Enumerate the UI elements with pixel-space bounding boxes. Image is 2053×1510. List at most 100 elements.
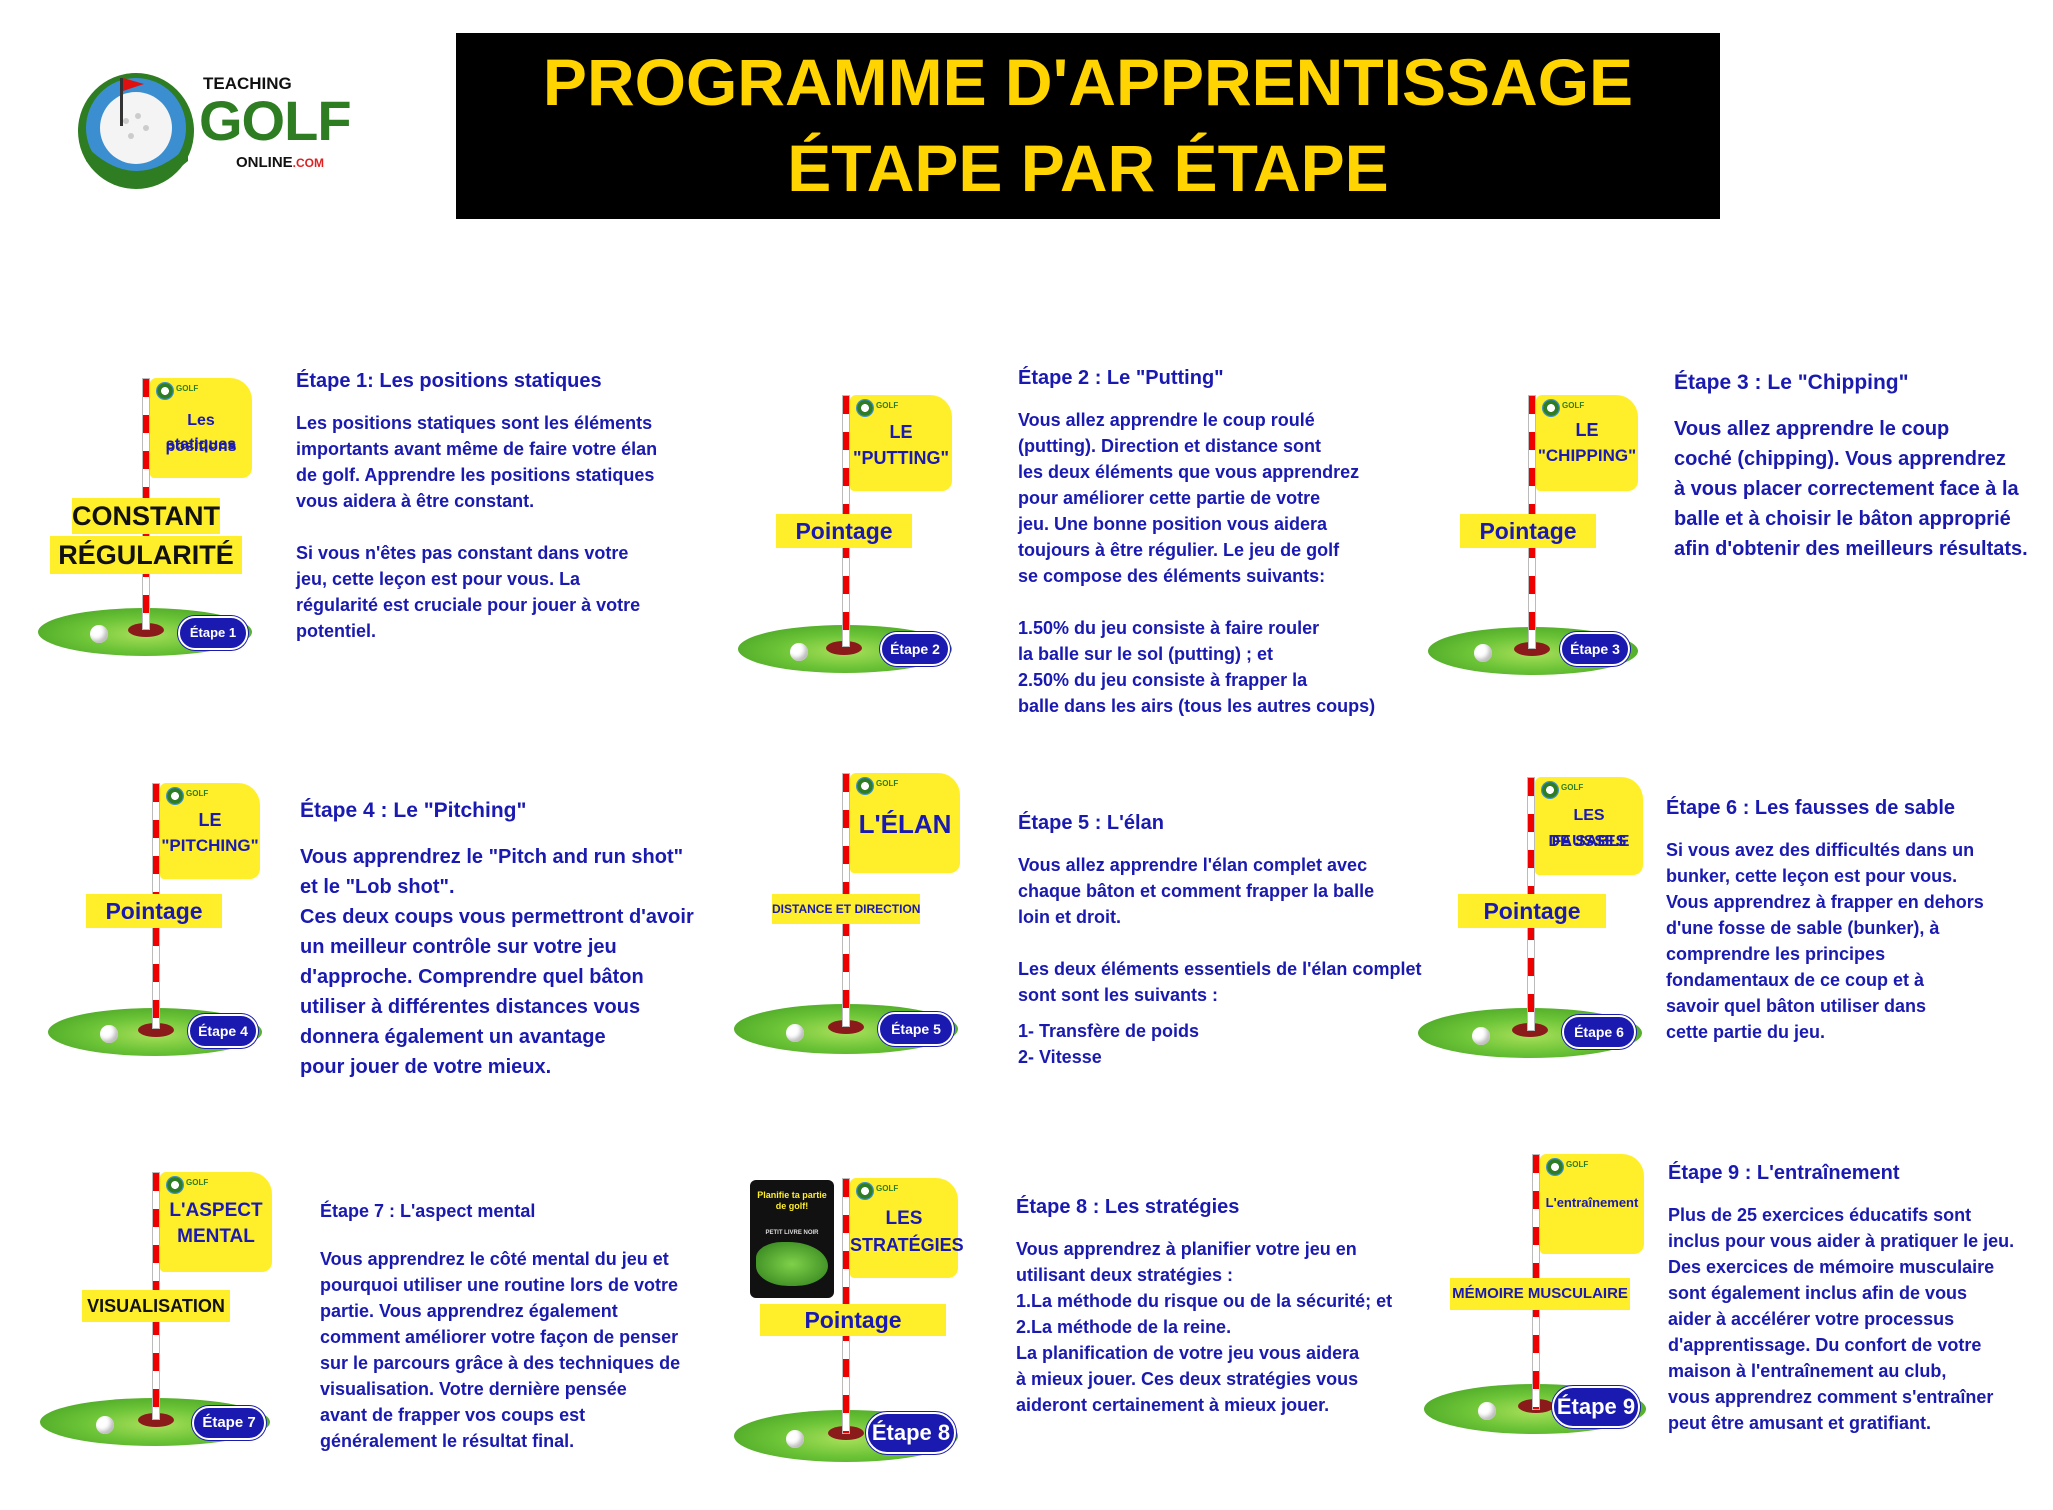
step-text: Étape 7 : L'aspect mental Vous apprendre… — [320, 1198, 740, 1480]
mini-logo-icon — [856, 777, 874, 795]
golf-ball-logo-icon — [78, 73, 194, 189]
logo-golf-text: GOLF — [199, 89, 352, 152]
flag-label-line-2: DE SABLE — [1548, 833, 1630, 850]
flag: L'ASPECT MENTAL GOLF — [160, 1172, 272, 1272]
mini-logo-icon — [166, 1176, 184, 1194]
flag: LE "PUTTING" GOLF — [850, 395, 952, 491]
flag: LE "CHIPPING" GOLF — [1536, 395, 1638, 491]
golf-ball-icon — [90, 625, 108, 643]
step-paragraph: Vous apprendrez le "Pitch and run shot" … — [300, 846, 694, 1078]
flag-label-line-1: LES — [885, 1208, 923, 1229]
mini-logo-text: GOLF — [186, 789, 209, 798]
mini-logo-text: GOLF — [1562, 401, 1585, 410]
logo-online-word: ONLINE — [236, 154, 293, 171]
step-paragraph: Vous allez apprendre le coup coché (chip… — [1674, 418, 2028, 560]
step-paragraph: 1- Transfère de poids 2- Vitesse — [1018, 1021, 1200, 1067]
step-paragraph: Les deux éléments essentiels de l'élan c… — [1018, 959, 1422, 1005]
step-heading: Étape 4 : Le "Pitching" — [300, 799, 527, 822]
flag: L'entraînement GOLF — [1540, 1154, 1644, 1254]
flag-label-line-1: L'ASPECT — [169, 1200, 263, 1221]
step-badge: Étape 1 — [178, 616, 248, 650]
step-badge: Étape 6 — [1562, 1015, 1636, 1049]
step-badge: Étape 2 — [880, 632, 950, 666]
visualisation-label: VISUALISATION — [82, 1290, 230, 1322]
step-text: Étape 1: Les positions statiques Les pos… — [296, 368, 716, 670]
flag-label-line-1: L'entraînement — [1545, 1195, 1639, 1210]
mini-logo-text: GOLF — [876, 1184, 899, 1193]
golf-ball-icon — [100, 1025, 118, 1043]
golf-ball-icon — [790, 643, 808, 661]
flag: Les positions statiques GOLF — [150, 378, 252, 478]
step-text: Étape 4 : Le "Pitching" Vous apprendrez … — [300, 796, 740, 1108]
step-paragraph: Les positions statiques sont les élément… — [296, 413, 658, 511]
hole — [138, 1413, 174, 1427]
score-label: Pointage — [776, 514, 912, 548]
step-text: Étape 8 : Les stratégies Vous apprendrez… — [1016, 1194, 1456, 1444]
step-badge: Étape 3 — [1560, 632, 1630, 666]
step-text: Étape 2 : Le "Putting" Vous allez appren… — [1018, 365, 1438, 745]
step-paragraph: 1.50% du jeu consiste à faire rouler la … — [1018, 618, 1376, 716]
title-banner: PROGRAMME D'APPRENTISSAGE ÉTAPE PAR ÉTAP… — [456, 33, 1720, 219]
banner-line-1: PROGRAMME D'APPRENTISSAGE — [542, 45, 1634, 119]
banner-line-2: ÉTAPE PAR ÉTAPE — [787, 131, 1389, 205]
flag-label-line-1: L'ÉLAN — [858, 809, 952, 839]
mini-logo-text: GOLF — [876, 401, 899, 410]
hole — [826, 641, 862, 655]
hole — [1514, 642, 1550, 656]
step-badge: Étape 8 — [866, 1412, 956, 1454]
mini-logo-icon — [1542, 399, 1560, 417]
golf-ball-icon — [1478, 1402, 1496, 1420]
flag-label-line-1: LE — [889, 422, 913, 442]
step-paragraph: Plus de 25 exercices éducatifs sont incl… — [1668, 1205, 2015, 1433]
flag-label-line-1: LE — [1575, 420, 1599, 440]
golf-ball-icon — [96, 1416, 114, 1434]
book-title: Planifie ta partie de golf! — [757, 1190, 827, 1211]
mini-logo-text: GOLF — [1566, 1160, 1589, 1169]
mini-logo-text: GOLF — [186, 1178, 209, 1187]
step-paragraph: Vous apprendrez à planifier votre jeu en… — [1016, 1239, 1393, 1415]
flag: LES FAUSSES DE SABLE GOLF — [1535, 777, 1643, 875]
step-badge: Étape 9 — [1552, 1386, 1640, 1428]
step-paragraph: Si vous n'êtes pas constant dans votre j… — [296, 543, 641, 641]
flag-label-line-1: Les positions — [165, 412, 237, 455]
score-label: Pointage — [86, 894, 222, 928]
step-heading: Étape 9 : L'entraînement — [1668, 1162, 1900, 1184]
golf-ball-icon — [1474, 644, 1492, 662]
logo-online-text: ONLINE.COM — [236, 154, 324, 171]
step-paragraph: Si vous avez des difficultés dans un bun… — [1666, 840, 1984, 1042]
book-course-image — [756, 1242, 828, 1286]
logo-teaching-text: TEACHING — [203, 74, 292, 93]
step-heading: Étape 1: Les positions statiques — [296, 370, 602, 392]
distance-direction-label: DISTANCE ET DIRECTION — [772, 894, 920, 924]
teaching-golf-logo: TEACHING GOLF ONLINE.COM — [76, 66, 356, 196]
step-heading: Étape 7 : L'aspect mental — [320, 1201, 536, 1221]
planning-book-icon: Planifie ta partie de golf! PETIT LIVRE … — [750, 1180, 834, 1298]
mini-logo-icon — [1541, 781, 1559, 799]
step-heading: Étape 8 : Les stratégies — [1016, 1196, 1240, 1218]
regularity-label: RÉGULARITÉ — [50, 536, 242, 574]
flag: LE "PITCHING" GOLF — [160, 783, 260, 879]
hole — [128, 623, 164, 637]
score-label: Pointage — [1458, 894, 1606, 928]
flag-label-line-1: LE — [198, 810, 222, 830]
hole — [828, 1020, 864, 1034]
golf-ball-icon — [1472, 1027, 1490, 1045]
book-subtitle: PETIT LIVRE NOIR — [765, 1230, 819, 1236]
mini-logo-icon — [1546, 1158, 1564, 1176]
mini-logo-text: GOLF — [176, 384, 199, 393]
step-heading: Étape 6 : Les fausses de sable — [1666, 797, 1956, 819]
flag-label-line-2: STRATÉGIES — [850, 1235, 964, 1255]
flag-label-line-2: "PITCHING" — [161, 836, 259, 855]
flag-label-line-2: "PUTTING" — [852, 448, 950, 468]
step-text: Étape 9 : L'entraînement Plus de 25 exer… — [1668, 1160, 2048, 1462]
step-badge: Étape 7 — [192, 1406, 266, 1440]
mini-logo-text: GOLF — [876, 779, 899, 788]
flag-label-line-2: "CHIPPING" — [1537, 446, 1637, 465]
golf-ball-icon — [786, 1024, 804, 1042]
mini-logo-icon — [156, 382, 174, 400]
score-label: Pointage — [760, 1304, 946, 1336]
flag-label-line-2: statiques — [165, 436, 237, 453]
flag-label-line-1: LES FAUSSES — [1551, 807, 1627, 850]
golf-ball-icon — [786, 1430, 804, 1448]
mini-logo-text: GOLF — [1561, 783, 1584, 792]
